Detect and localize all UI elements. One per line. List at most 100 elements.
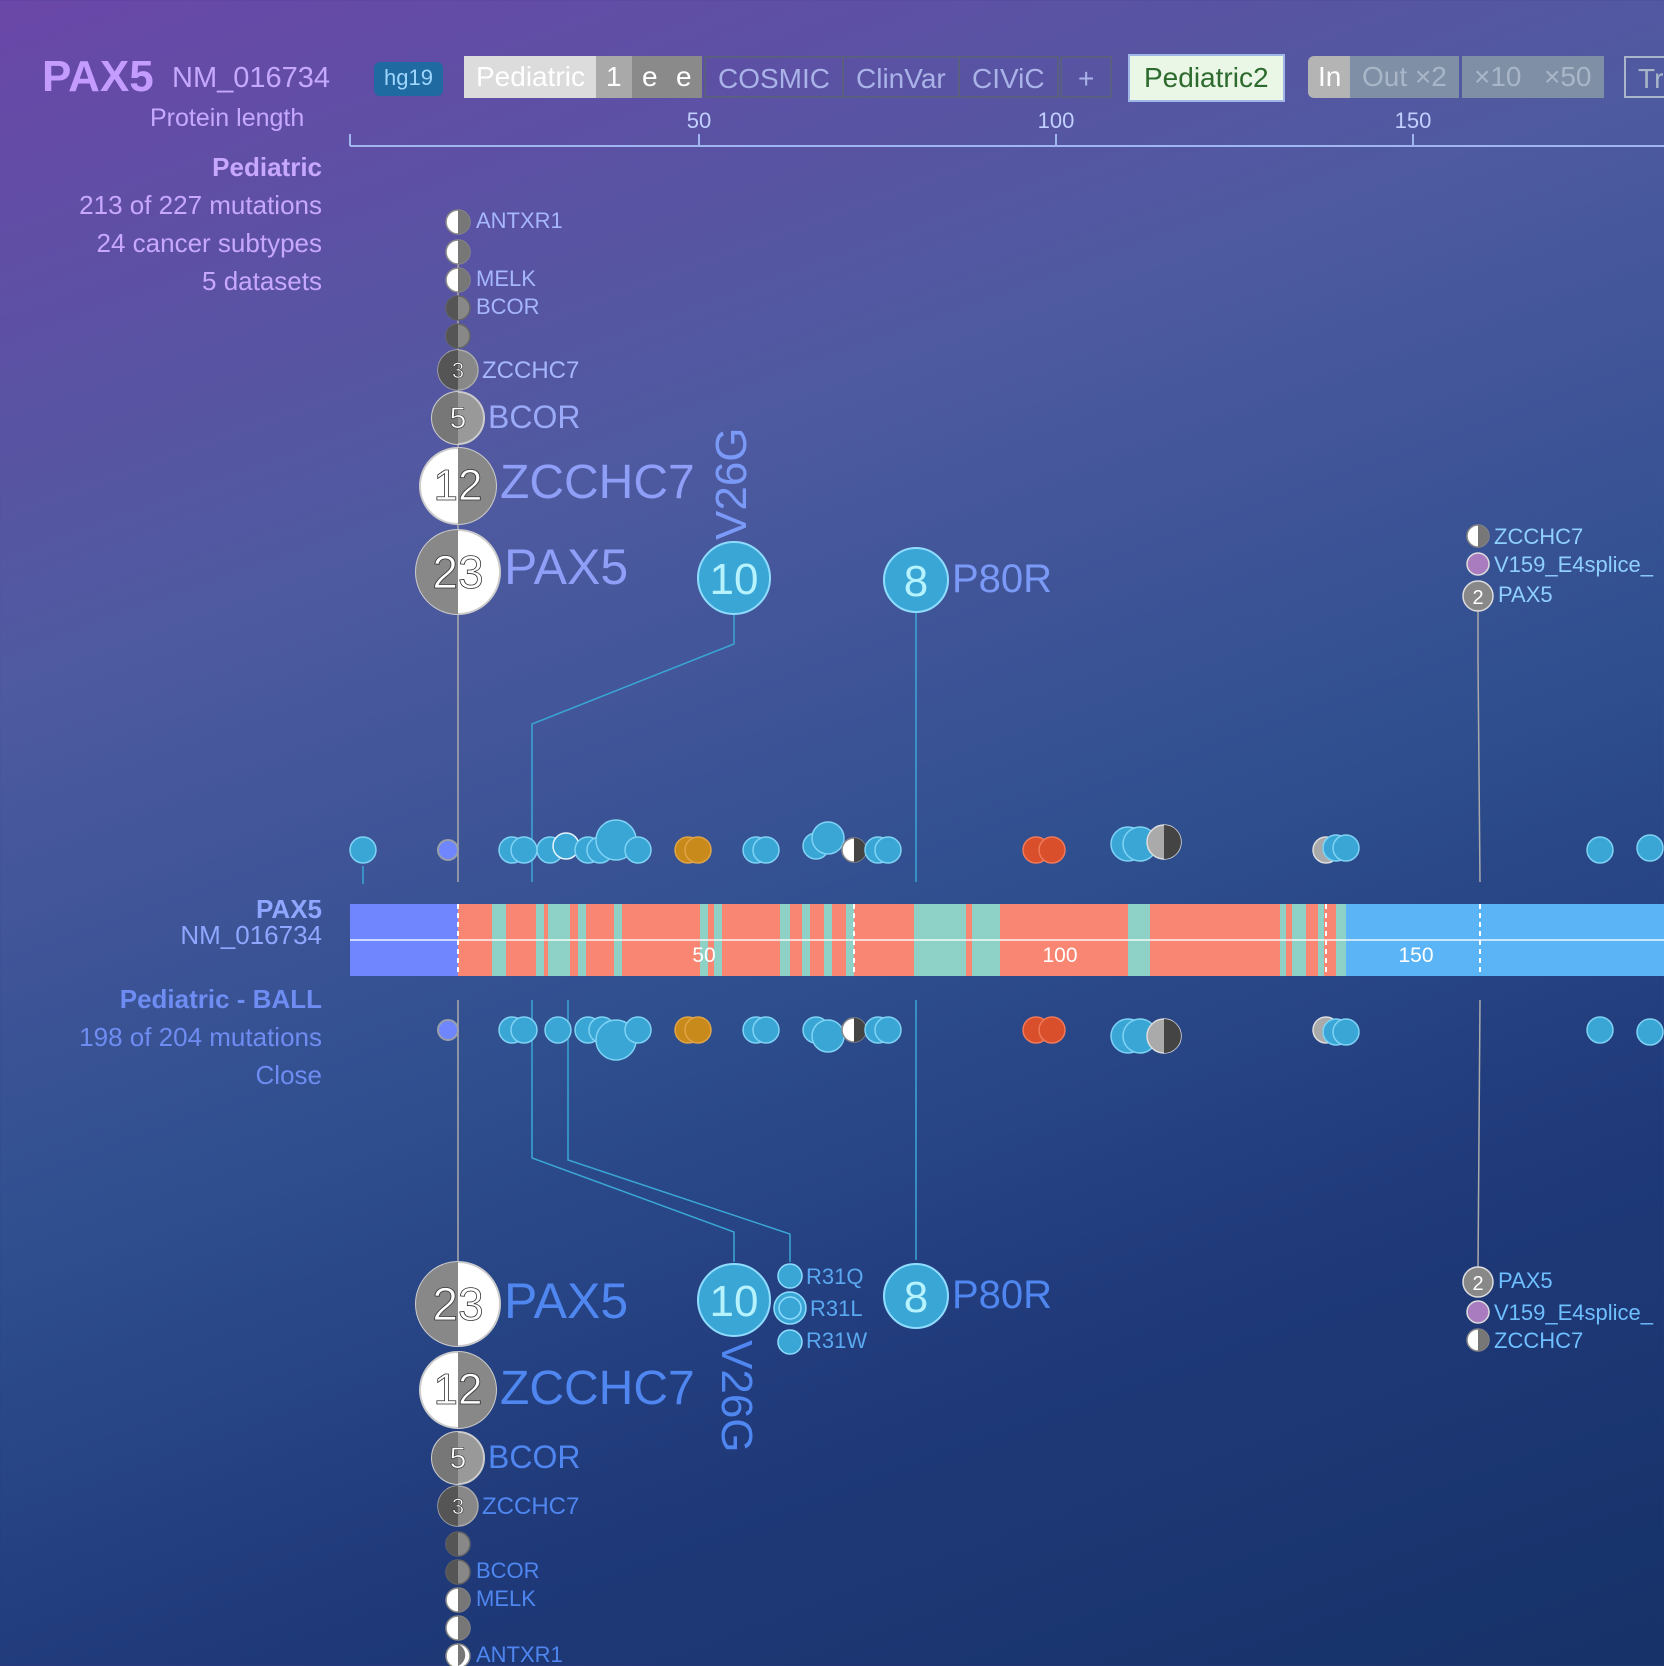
missense-dot[interactable] bbox=[544, 1016, 572, 1044]
zoom-out-2x-button[interactable]: Out ×2 bbox=[1350, 56, 1459, 98]
add-track-button[interactable]: + bbox=[1060, 56, 1113, 98]
ruler-tick-label: 100 bbox=[1038, 108, 1075, 133]
subtrack-title[interactable]: Pediatric - BALL bbox=[119, 984, 322, 1014]
fusion-count: 23 bbox=[432, 1278, 483, 1330]
top-lollipops[interactable] bbox=[349, 819, 1664, 884]
right-stem bbox=[1477, 999, 1481, 1271]
zoom-out-10x-button[interactable]: ×10 bbox=[1462, 56, 1534, 98]
protein-ruler: 50 100 150 bbox=[349, 108, 1664, 147]
clinvar-button[interactable]: ClinVar bbox=[842, 56, 960, 98]
zoom-out-50x-button[interactable]: ×50 bbox=[1532, 56, 1604, 98]
track-position-label: 150 bbox=[1398, 944, 1433, 967]
fusion-partner-label: ANTXR1 bbox=[476, 208, 563, 233]
bottom-r31[interactable]: R31Q R31L R31W bbox=[773, 1263, 867, 1355]
bottom-p80r[interactable]: 8 P80R bbox=[883, 1263, 1052, 1329]
track-isoform-label: NM_016734 bbox=[180, 920, 322, 950]
missense-dot[interactable] bbox=[349, 836, 377, 864]
truncation-dot[interactable] bbox=[1038, 836, 1066, 864]
p80r-lollipop[interactable] bbox=[883, 1263, 949, 1329]
top-p80r[interactable]: 8 P80R bbox=[883, 547, 1052, 613]
missense-dot[interactable] bbox=[1586, 1016, 1614, 1044]
splice-dot[interactable] bbox=[1466, 552, 1490, 576]
top-right-cluster[interactable]: ZCCHC7 V159_E4splice_ 2 PAX5 bbox=[1462, 524, 1654, 612]
protein-track[interactable]: 50 100 150 bbox=[350, 904, 1664, 976]
cosmic-button[interactable]: COSMIC bbox=[704, 56, 844, 98]
r31q-label: R31Q bbox=[806, 1264, 863, 1289]
fusion-count: 2 bbox=[1472, 587, 1483, 609]
p80r-lollipop[interactable] bbox=[883, 547, 949, 613]
missense-dot[interactable] bbox=[811, 1019, 845, 1053]
track-position-label: 100 bbox=[1042, 944, 1077, 967]
tracks-button[interactable]: Tr bbox=[1624, 56, 1664, 98]
fusion-dot-half bbox=[432, 392, 458, 444]
r31w-lollipop[interactable] bbox=[777, 1329, 803, 1355]
pediatric-panel-title[interactable]: Pediatric bbox=[212, 152, 322, 182]
missense-dot[interactable] bbox=[510, 836, 538, 864]
bottom-right-cluster[interactable]: 2 PAX5 V159_E4splice_ ZCCHC7 bbox=[1462, 1266, 1654, 1353]
fusion-partner-label: ANTXR1 bbox=[476, 1642, 563, 1666]
civic-button[interactable]: CIViC bbox=[958, 56, 1059, 98]
zoom-in-button[interactable]: In bbox=[1308, 56, 1352, 98]
missense-dot[interactable] bbox=[1636, 834, 1664, 862]
inframe-dot[interactable] bbox=[684, 1016, 712, 1044]
missense-dot[interactable] bbox=[1332, 1018, 1360, 1046]
fusion-partner-label: BCOR bbox=[488, 1439, 580, 1475]
right-label: PAX5 bbox=[1498, 1268, 1553, 1293]
track-gene-label: PAX5 bbox=[256, 894, 322, 924]
pediatric-dataset-count[interactable]: 5 datasets bbox=[202, 266, 322, 296]
top-fusion-stack[interactable]: ANTXR1 MELK BCOR 3 ZCCHC7 5 BCOR 12 ZCCH… bbox=[415, 208, 695, 615]
fusion-partner-label: ZCCHC7 bbox=[500, 1362, 695, 1415]
isoform-label: NM_016734 bbox=[172, 62, 330, 94]
missense-dot[interactable] bbox=[510, 1016, 538, 1044]
missense-dot[interactable] bbox=[874, 836, 902, 864]
fusion-dot[interactable] bbox=[437, 1019, 459, 1041]
missense-dot[interactable] bbox=[874, 1016, 902, 1044]
fusion-partner-label: BCOR bbox=[476, 1558, 540, 1583]
fusion-dot[interactable] bbox=[1462, 580, 1494, 612]
v26g-lollipop[interactable] bbox=[697, 1263, 771, 1337]
top-v26g[interactable]: 10 V26G bbox=[697, 427, 771, 615]
pediatric-mutation-count[interactable]: 213 of 227 mutations bbox=[79, 190, 322, 220]
pediatric2-button[interactable]: Pediatric2 bbox=[1128, 54, 1285, 102]
gene-name: PAX5 bbox=[42, 52, 154, 101]
fusion-count: 12 bbox=[434, 461, 483, 510]
fusion-partner-label: PAX5 bbox=[504, 539, 628, 595]
missense-dot[interactable] bbox=[624, 836, 652, 864]
missense-dot[interactable] bbox=[624, 1016, 652, 1044]
missense-dot[interactable] bbox=[811, 821, 845, 855]
v26g-label: V26G bbox=[707, 427, 756, 540]
missense-dot[interactable] bbox=[1586, 836, 1614, 864]
ruler-tick-label: 150 bbox=[1395, 108, 1432, 133]
subtrack-close-link[interactable]: Close bbox=[255, 1060, 322, 1090]
pediatric-count-button[interactable]: 1 bbox=[596, 56, 632, 98]
v26g-count: 10 bbox=[710, 555, 759, 604]
fusion-dot[interactable] bbox=[437, 839, 459, 861]
splice-dot[interactable] bbox=[1466, 1300, 1490, 1324]
fusion-count: 12 bbox=[434, 1365, 483, 1414]
right-label: ZCCHC7 bbox=[1494, 524, 1583, 549]
bottom-lollipops[interactable] bbox=[437, 1016, 1664, 1061]
expand-button-2[interactable]: e bbox=[666, 56, 702, 98]
fusion-dot-half bbox=[458, 1616, 470, 1640]
inframe-dot[interactable] bbox=[684, 836, 712, 864]
fusion-dot-half bbox=[438, 1486, 458, 1526]
missense-dot[interactable] bbox=[1332, 834, 1360, 862]
pediatric-subtype-count[interactable]: 24 cancer subtypes bbox=[96, 228, 322, 258]
r31q-lollipop[interactable] bbox=[777, 1263, 803, 1289]
missense-dot[interactable] bbox=[752, 836, 780, 864]
expand-button-1[interactable]: e bbox=[632, 56, 668, 98]
subtrack-mutation-count[interactable]: 198 of 204 mutations bbox=[79, 1022, 322, 1052]
genome-badge[interactable]: hg19 bbox=[374, 62, 443, 96]
truncation-dot[interactable] bbox=[1038, 1016, 1066, 1044]
missense-dot[interactable] bbox=[1636, 1018, 1664, 1046]
missense-dot[interactable] bbox=[752, 1016, 780, 1044]
right-stem bbox=[1477, 610, 1481, 883]
fusion-partner-label: ZCCHC7 bbox=[482, 1493, 579, 1520]
v26g-lollipop[interactable] bbox=[697, 541, 771, 615]
pediatric-track-button[interactable]: Pediatric bbox=[464, 56, 597, 98]
bottom-fusion-stack[interactable]: 23 PAX5 12 ZCCHC7 5 BCOR 3 ZCCHC7 BCOR M… bbox=[415, 1261, 695, 1666]
bottom-v26g[interactable]: 10 V26G bbox=[697, 1263, 771, 1453]
fusion-dot-half bbox=[1478, 525, 1489, 547]
fusion-dot[interactable] bbox=[1462, 1266, 1494, 1298]
